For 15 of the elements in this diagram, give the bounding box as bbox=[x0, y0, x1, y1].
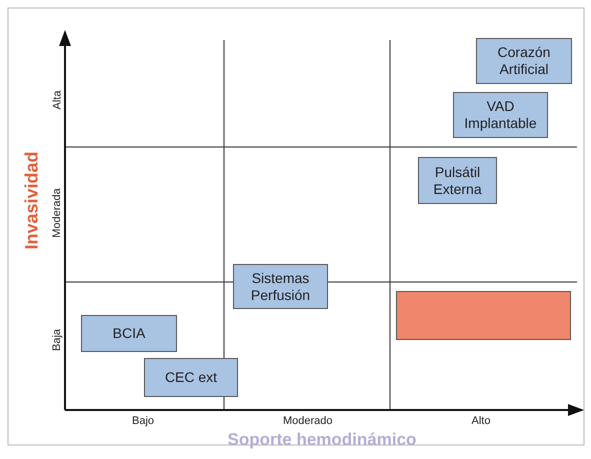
axis-tick-label: Alto bbox=[472, 415, 490, 427]
category-box: CEC ext bbox=[144, 358, 238, 397]
category-box: BCIA bbox=[81, 315, 177, 352]
axis-title: Soporte hemodinámico bbox=[228, 430, 416, 450]
category-box: Corazón Artificial bbox=[476, 38, 572, 84]
category-box bbox=[396, 291, 571, 340]
axis-tick-label: Alta bbox=[50, 90, 63, 110]
axis-title: Invasividad bbox=[22, 150, 43, 250]
category-box: VAD Implantable bbox=[453, 92, 548, 138]
category-box: Pulsátil Externa bbox=[418, 157, 497, 204]
axis-tick-label: Bajo bbox=[132, 415, 154, 427]
axis-tick-label: Baja bbox=[51, 328, 64, 352]
axis-tick-label: Moderado bbox=[283, 415, 333, 427]
axis-tick-label: Moderada bbox=[50, 188, 63, 238]
category-box: Sistemas Perfusión bbox=[233, 264, 328, 309]
